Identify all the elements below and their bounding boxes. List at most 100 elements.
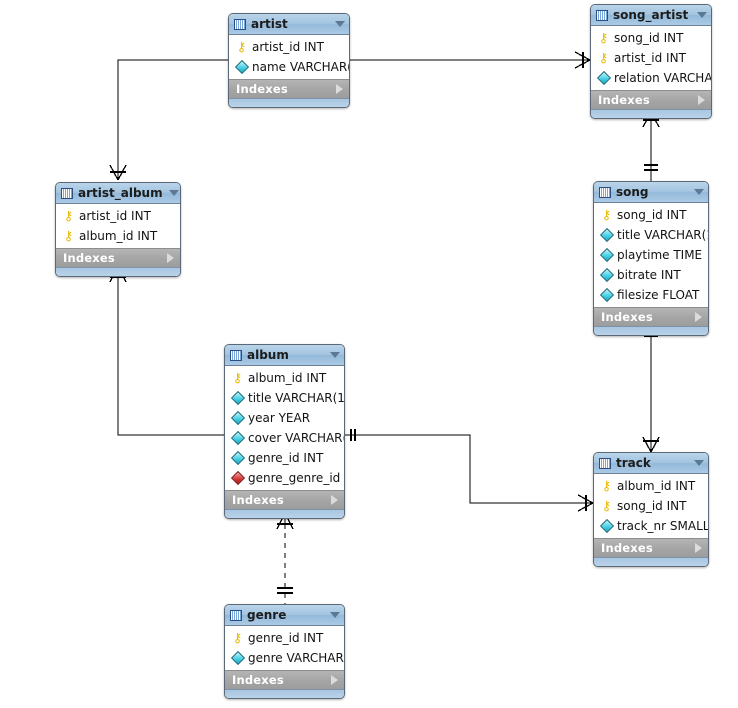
column-label: song_id INT	[617, 208, 687, 222]
triangle-right-icon[interactable]	[167, 253, 174, 263]
column-row[interactable]: title VARCHAR(100)	[594, 225, 708, 245]
column-label: playtime TIME	[617, 248, 703, 262]
triangle-right-icon[interactable]	[695, 543, 702, 553]
indexes-section-artist[interactable]: Indexes	[229, 79, 349, 98]
chevron-down-icon[interactable]	[335, 21, 345, 27]
column-label: cover VARCHAR(50)	[248, 431, 344, 445]
column-label: title VARCHAR(100)	[248, 391, 345, 405]
triangle-right-icon[interactable]	[331, 675, 338, 685]
table-song[interactable]: song ⚷ song_id INT title VARCHAR(100) playti…	[593, 181, 709, 336]
diamond-icon	[230, 650, 245, 666]
column-row[interactable]: name VARCHAR(75)	[229, 57, 349, 77]
relationship-song-song_artist[interactable]	[642, 111, 660, 181]
chevron-down-icon[interactable]	[330, 352, 340, 358]
triangle-right-icon[interactable]	[336, 84, 343, 94]
indexes-section-genre[interactable]: Indexes	[225, 670, 344, 689]
table-name: artist	[251, 16, 288, 31]
key-icon: ⚷	[63, 208, 74, 224]
table-header-genre[interactable]: genre	[225, 605, 344, 626]
table-header-artist_album[interactable]: artist_album	[56, 183, 180, 204]
table-header-song[interactable]: song	[594, 182, 708, 203]
column-row[interactable]: genre_id INT	[225, 448, 344, 468]
triangle-right-icon[interactable]	[698, 95, 705, 105]
chevron-down-icon[interactable]	[694, 189, 704, 195]
table-columns-album: ⚷album_id INT title VARCHAR(100) year YEAR…	[225, 366, 344, 490]
indexes-section-song[interactable]: Indexes	[594, 307, 708, 326]
relationship-album-track[interactable]	[345, 429, 594, 512]
diamond-icon	[599, 518, 614, 534]
column-label: album_id INT	[617, 479, 696, 493]
column-row[interactable]: ⚷album_id INT	[225, 368, 344, 388]
relationship-album-artist_album[interactable]	[109, 265, 234, 441]
column-row[interactable]: ⚷song_id INT	[591, 28, 711, 48]
column-row[interactable]: track_nr SMALLINT	[594, 516, 708, 536]
relationship-artist-song_artist[interactable]	[341, 51, 591, 69]
diamond-icon	[599, 247, 614, 263]
triangle-right-icon[interactable]	[331, 495, 338, 505]
table-header-artist[interactable]: artist	[229, 14, 349, 35]
diamond-icon	[599, 227, 614, 243]
column-row[interactable]: year YEAR	[225, 408, 344, 428]
table-header-song_artist[interactable]: song_artist	[591, 5, 711, 26]
indexes-label: Indexes	[232, 493, 284, 507]
diamond-icon	[599, 267, 614, 283]
column-row[interactable]: ⚷album_id INT	[594, 476, 708, 496]
indexes-section-artist_album[interactable]: Indexes	[56, 248, 180, 267]
table-footer-strip	[225, 509, 344, 518]
table-album[interactable]: album⚷album_id INT title VARCHAR(100) year…	[224, 344, 345, 519]
column-row[interactable]: filesize FLOAT	[594, 285, 708, 305]
triangle-right-icon[interactable]	[695, 312, 702, 322]
relationship-album-genre[interactable]	[276, 512, 294, 604]
table-icon	[230, 609, 242, 621]
indexes-section-album[interactable]: Indexes	[225, 490, 344, 509]
column-row[interactable]: ⚷artist_id INT	[56, 206, 180, 226]
column-row[interactable]: ⚷artist_id INT	[229, 37, 349, 57]
column-row[interactable]: ⚷song_id INT	[594, 496, 708, 516]
column-row[interactable]: ⚷ song_id INT	[594, 205, 708, 225]
column-row[interactable]: relation VARCHAR(5)	[591, 68, 711, 88]
indexes-label: Indexes	[236, 82, 288, 96]
relationship-artist-artist_album[interactable]	[109, 54, 238, 181]
column-label: album_id INT	[248, 371, 327, 385]
relationship-song-track[interactable]	[642, 325, 660, 453]
column-row[interactable]: ⚷genre_id INT	[225, 628, 344, 648]
chevron-down-icon[interactable]	[330, 612, 340, 618]
column-label: genre_id INT	[248, 451, 324, 465]
column-row[interactable]: genre_genre_id INT	[225, 468, 344, 488]
chevron-down-icon[interactable]	[168, 190, 179, 196]
column-row[interactable]: ⚷artist_id INT	[591, 48, 711, 68]
table-name: artist_album	[78, 185, 163, 200]
column-row[interactable]: genre VARCHAR(20)	[225, 648, 344, 668]
table-header-track[interactable]: track	[594, 453, 708, 474]
table-artist[interactable]: artist ⚷artist_id INT name VARCHAR(75) Inde…	[228, 13, 350, 108]
table-song_artist[interactable]: song_artist⚷song_id INT⚷artist_id INT rel…	[590, 4, 712, 119]
column-label: name VARCHAR(75)	[252, 60, 350, 74]
table-columns-song_artist: ⚷song_id INT⚷artist_id INT relation VARCH…	[591, 26, 711, 90]
table-name: track	[616, 455, 651, 470]
column-row[interactable]: ⚷album_id INT	[56, 226, 180, 246]
column-label: title VARCHAR(100)	[617, 228, 708, 242]
indexes-section-song_artist[interactable]: Indexes	[591, 90, 711, 109]
column-label: album_id INT	[79, 229, 158, 243]
table-footer-strip	[229, 98, 349, 107]
column-label: relation VARCHAR(5)	[614, 71, 712, 85]
column-label: artist_id INT	[614, 51, 686, 65]
table-icon	[596, 9, 608, 21]
key-icon: ⚷	[236, 39, 247, 55]
column-row[interactable]: playtime TIME	[594, 245, 708, 265]
chevron-down-icon[interactable]	[697, 12, 707, 18]
table-header-album[interactable]: album	[225, 345, 344, 366]
column-row[interactable]: bitrate INT	[594, 265, 708, 285]
column-row[interactable]: title VARCHAR(100)	[225, 388, 344, 408]
chevron-down-icon[interactable]	[694, 460, 704, 466]
table-footer-strip	[56, 267, 180, 276]
indexes-section-track[interactable]: Indexes	[594, 538, 708, 557]
column-row[interactable]: cover VARCHAR(50)	[225, 428, 344, 448]
key-icon: ⚷	[601, 207, 612, 223]
column-label: genre_genre_id INT	[248, 471, 344, 485]
